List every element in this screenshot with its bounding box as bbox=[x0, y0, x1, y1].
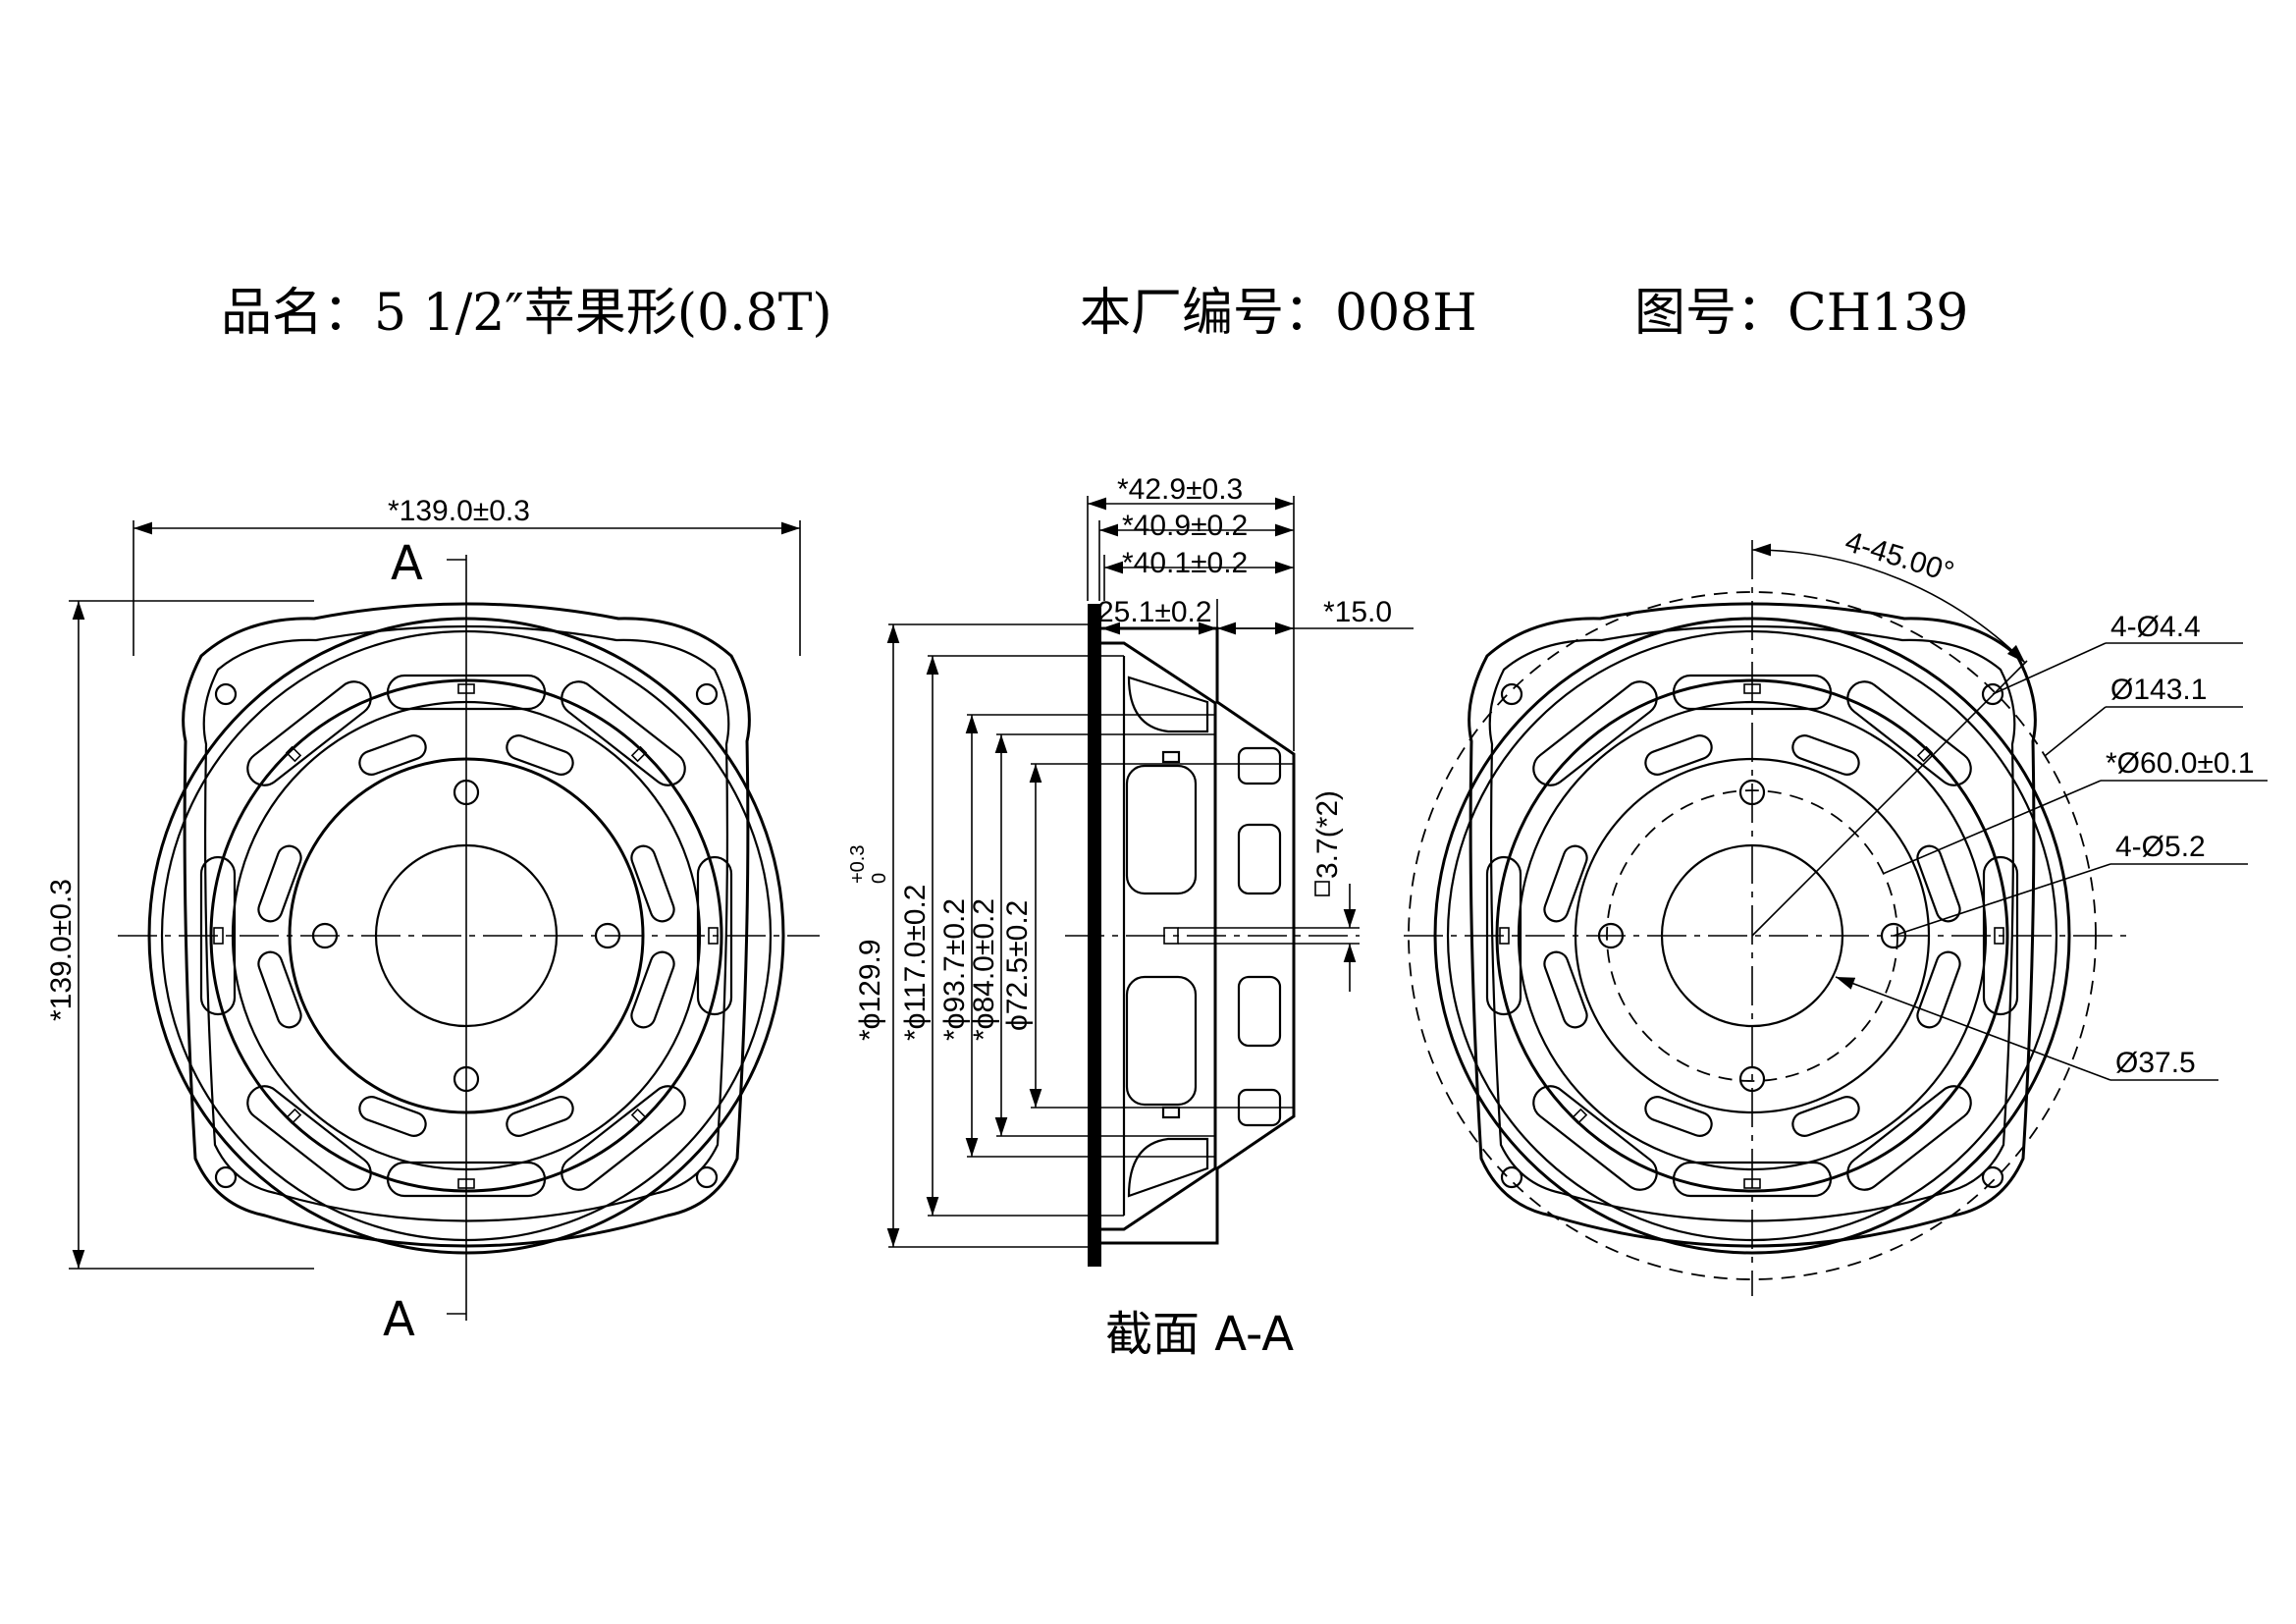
dia-93-label: *ϕ93.7±0.2 bbox=[938, 898, 971, 1041]
section-basket-windows bbox=[1125, 676, 1282, 1198]
dia-37-label: Ø37.5 bbox=[2115, 1047, 2196, 1079]
front-height-label: *139.0±0.3 bbox=[45, 879, 78, 1021]
front-width-label: *139.0±0.3 bbox=[388, 495, 530, 527]
drawing-number-label: 图号：CH139 bbox=[1634, 284, 1968, 343]
total-depth-label: *42.9±0.3 bbox=[1117, 473, 1243, 506]
rear-leaders: 4-Ø4.4 Ø143.1 *Ø60.0±0.1 4-Ø5.2 Ø37.5 bbox=[1835, 611, 2268, 1081]
angle-dimension: 4-45.00° bbox=[1751, 525, 2028, 937]
hole-44-label: 4-Ø4.4 bbox=[2110, 611, 2201, 643]
frame-depth-label: 25.1±0.2 bbox=[1097, 596, 1212, 628]
section-depth-dimensions: *42.9±0.3 *40.9±0.2 *40.1±0.2 25.1±0.2 *… bbox=[1087, 473, 1414, 751]
dia-143-label: Ø143.1 bbox=[2110, 674, 2207, 706]
dia-117-label: *ϕ117.0±0.2 bbox=[899, 885, 932, 1042]
front-frame-outer bbox=[182, 602, 751, 1248]
front-width-dimension: *139.0±0.3 bbox=[133, 495, 801, 656]
rear-corner-holes bbox=[1500, 682, 2004, 1189]
magnet-depth-label: *15.0 bbox=[1323, 596, 1392, 628]
product-name-label: 品名：5 1/2″苹果形(0.8T) bbox=[221, 284, 832, 343]
dia-129-tol-lower: 0 bbox=[869, 873, 890, 884]
section-diameter-dimensions: *ϕ129.9 +0.3 0 *ϕ117.0±0.2 *ϕ93.7±0.2 *ϕ… bbox=[847, 623, 1294, 1248]
front-view: A A *139.0±0.3 *139.0±0.3 bbox=[45, 495, 820, 1347]
front-inner-slots bbox=[257, 734, 675, 1137]
section-mark-top: A bbox=[391, 536, 423, 591]
title-block: 品名：5 1/2″苹果形(0.8T) 本厂编号：008H 图号：CH139 bbox=[221, 284, 1968, 343]
hole-52-label: 4-Ø5.2 bbox=[2115, 831, 2206, 863]
dia-129-label: *ϕ129.9 bbox=[854, 939, 886, 1041]
section-mark-bottom: A bbox=[383, 1292, 415, 1347]
dia-129-tol-upper: +0.3 bbox=[847, 845, 869, 884]
front-frame-inner bbox=[202, 624, 730, 1222]
dia-72-label: ϕ72.5±0.2 bbox=[1001, 900, 1034, 1031]
front-corner-holes bbox=[214, 682, 719, 1189]
depth-2-label: *40.9±0.2 bbox=[1122, 510, 1248, 542]
plate-thickness-label: 3.7(*2) bbox=[1311, 790, 1344, 879]
depth-3-label: *40.1±0.2 bbox=[1122, 547, 1248, 579]
plate-thickness-dimension: 3.7(*2) bbox=[1311, 790, 1357, 992]
rear-view: 4-45.00° 4-Ø4.4 Ø143.1 *Ø60.0±0.1 4-Ø5.2… bbox=[1404, 525, 2268, 1296]
rear-outer-slots bbox=[1485, 674, 2019, 1198]
dia-60-label: *Ø60.0±0.1 bbox=[2106, 747, 2255, 780]
dia-84-label: *ϕ84.0±0.2 bbox=[968, 898, 1000, 1041]
factory-number-label: 本厂编号：008H bbox=[1080, 284, 1477, 343]
front-height-dimension: *139.0±0.3 bbox=[45, 600, 314, 1270]
rear-inner-slots bbox=[1543, 734, 1961, 1137]
section-caption: 截面 A-A bbox=[1105, 1307, 1294, 1362]
section-view: *42.9±0.3 *40.9±0.2 *40.1±0.2 25.1±0.2 *… bbox=[847, 473, 1414, 1362]
